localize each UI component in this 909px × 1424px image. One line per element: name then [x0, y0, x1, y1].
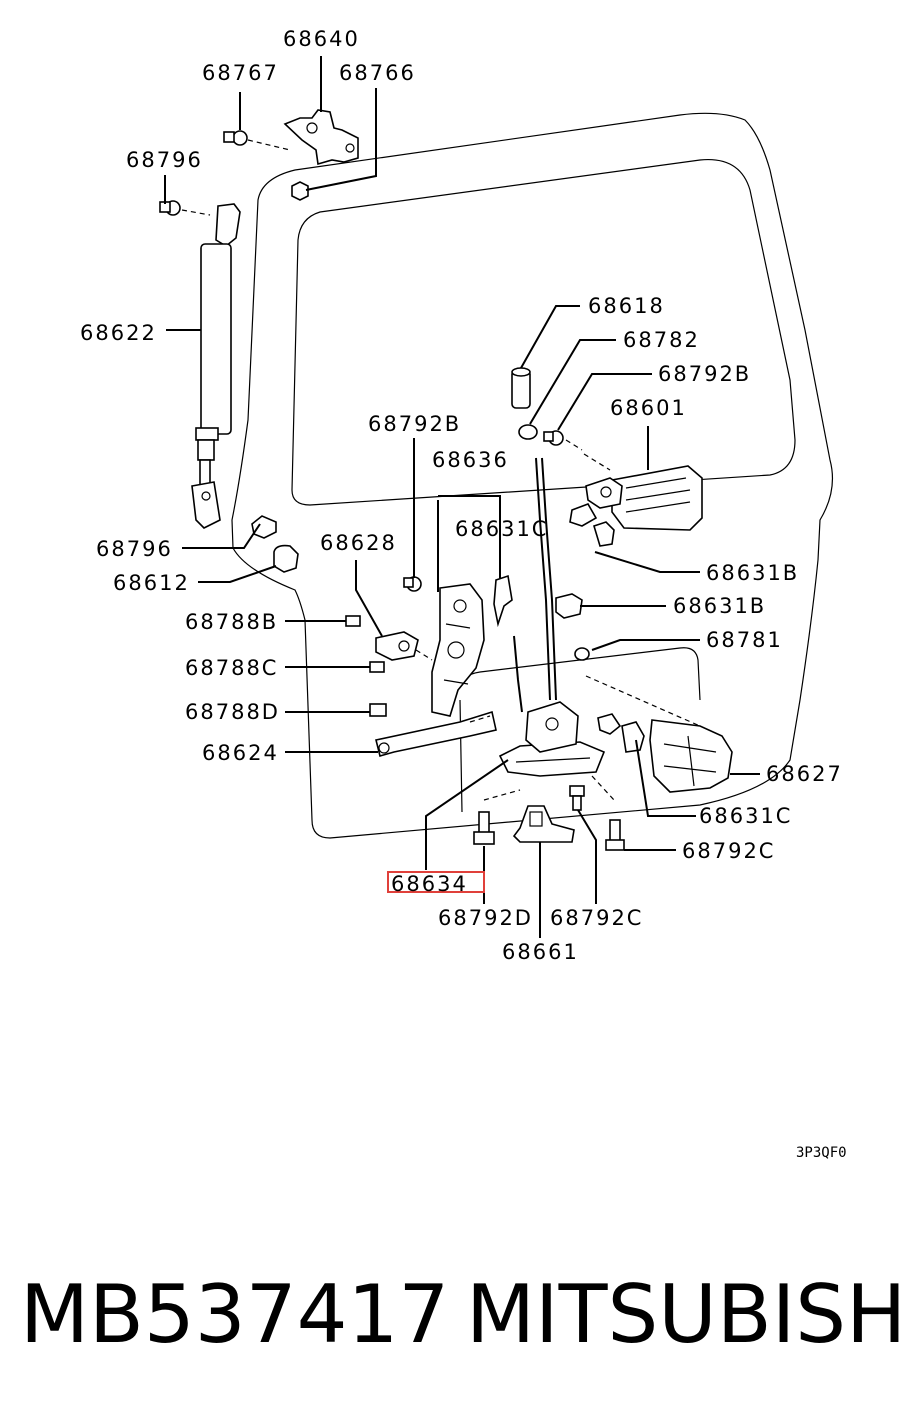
callout-68792c-center: 68792C — [550, 906, 643, 930]
latch-bracket — [431, 583, 485, 717]
bushing-68618 — [511, 367, 531, 409]
bolt-68788c — [369, 661, 385, 673]
hinge-assembly — [247, 109, 359, 166]
bumper-68612 — [273, 544, 299, 573]
grommet-68781 — [574, 647, 590, 661]
callout-68631b-upper: 68631B — [706, 561, 799, 585]
callout-68788d: 68788D — [185, 700, 280, 724]
callout-68601: 68601 — [610, 396, 687, 420]
callout-68782: 68782 — [623, 328, 700, 352]
brand-name: MITSUBISHI — [466, 1268, 909, 1361]
callout-68781: 68781 — [706, 628, 783, 652]
nut-68766 — [291, 181, 309, 201]
clip-68631b-upper — [593, 521, 615, 547]
figure-code: 3P3QF0 — [796, 1145, 847, 1161]
callout-68792c-right: 68792C — [682, 839, 775, 863]
callout-68788c: 68788C — [185, 656, 278, 680]
bolt-68796-bottom — [251, 515, 277, 539]
tailgate-outline — [231, 112, 834, 839]
callout-68627: 68627 — [766, 762, 843, 786]
callout-68612: 68612 — [113, 571, 190, 595]
clip-68631c-lower — [597, 713, 622, 735]
callout-68634: 68634 — [391, 872, 468, 896]
footer: MB537417 MITSUBISHI — [0, 1268, 909, 1368]
callout-68792d: 68792D — [438, 906, 533, 930]
callout-68631c-lower: 68631C — [699, 804, 792, 828]
handle-assembly — [585, 675, 733, 793]
bolt-68792b-right — [543, 430, 583, 451]
callout-68631c-upper: 68631C — [455, 517, 548, 541]
clip-68631c-upper — [493, 574, 523, 713]
part-number: MB537417 — [20, 1268, 450, 1361]
bolt-68767 — [223, 130, 248, 146]
callout-68628: 68628 — [320, 531, 397, 555]
callout-68624: 68624 — [202, 741, 279, 765]
striker — [512, 805, 575, 843]
callout-68788b: 68788B — [185, 610, 278, 634]
bolt-68796-top — [159, 200, 211, 216]
callout-68796-top: 68796 — [126, 148, 203, 172]
callout-68767: 68767 — [202, 61, 279, 85]
callout-68618: 68618 — [588, 294, 665, 318]
bracket-68624 — [375, 710, 497, 757]
bolt-68792c-right — [605, 819, 625, 851]
callout-68640: 68640 — [283, 27, 360, 51]
callout-68796-bottom: 68796 — [96, 537, 173, 561]
bolt-68792d — [473, 811, 495, 845]
callout-68622: 68622 — [80, 321, 157, 345]
bolt-68788b — [345, 615, 361, 627]
callout-68766: 68766 — [339, 61, 416, 85]
callout-68634-highlight — [387, 871, 485, 893]
lever-68628 — [375, 631, 433, 661]
callout-68792b-right: 68792B — [658, 362, 751, 386]
callout-68661: 68661 — [502, 940, 579, 964]
callout-68636: 68636 — [432, 448, 509, 472]
bolt-68792b-left — [403, 576, 422, 592]
bolt-68788d — [369, 703, 387, 717]
release-rod — [535, 457, 557, 701]
gas-strut — [191, 203, 241, 529]
lock-actuator — [569, 453, 703, 531]
window-outline — [291, 158, 796, 506]
callout-68631b-lower: 68631B — [673, 594, 766, 618]
callout-68792b-left: 68792B — [368, 412, 461, 436]
latch-assembly — [483, 701, 615, 801]
clip-68631b-lower — [555, 593, 583, 619]
grommet-68782 — [518, 424, 538, 440]
bolt-68792c-center — [569, 785, 585, 811]
